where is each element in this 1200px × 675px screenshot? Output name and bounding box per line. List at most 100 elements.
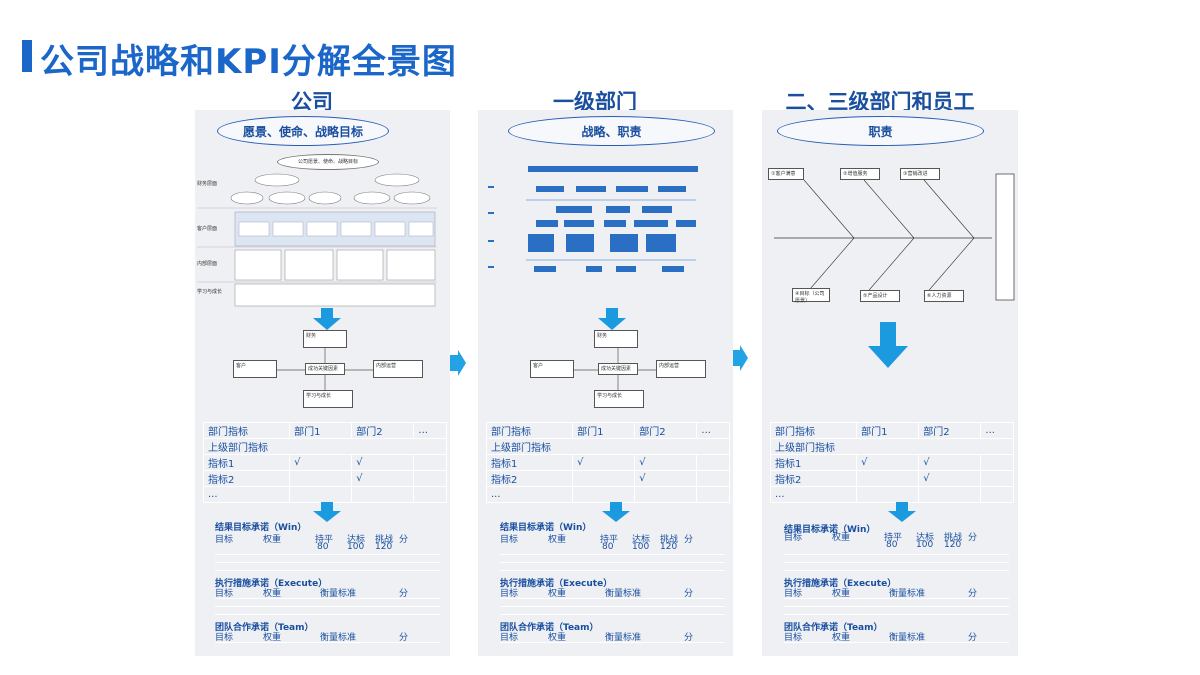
- strategy-oval: 战略、职责: [508, 116, 715, 146]
- execute-header: 目标: [784, 589, 803, 599]
- win-value: 120: [375, 542, 393, 552]
- win-header: 分: [684, 535, 694, 545]
- execute-header: 分: [968, 589, 978, 599]
- fishbone-top-box: ③营销改进: [900, 168, 940, 180]
- matrix-cell: [918, 486, 982, 503]
- team-title: 团队合作承诺（Team）: [500, 623, 599, 633]
- strategy-row-customer: 客户层面: [197, 226, 218, 232]
- matrix-header: 部门指标: [202, 422, 291, 439]
- execute-header: 权重: [263, 589, 282, 599]
- execute-header: 衡量标准: [605, 589, 642, 599]
- team-title: 团队合作承诺（Team）: [215, 623, 314, 633]
- matrix-cell: 指标2: [202, 470, 291, 487]
- win-header: 达标: [632, 535, 651, 545]
- fishbone-bottom-box: ⑤产品设计: [860, 290, 900, 302]
- team-title: 团队合作承诺（Team）: [784, 623, 883, 633]
- strategy-row-learning: 学习与成长: [197, 289, 223, 295]
- matrix-cell: √: [572, 454, 636, 471]
- matrix-cell: √: [918, 454, 982, 471]
- matrix-cell: ...: [202, 486, 291, 503]
- team-header: 权重: [548, 633, 567, 643]
- matrix-header: 部门2: [918, 422, 982, 439]
- win-header: 目标: [784, 533, 803, 543]
- box-internal: 内部运营: [656, 360, 706, 378]
- matrix-header: 部门1: [572, 422, 636, 439]
- win-title: 结果目标承诺（Win）: [500, 523, 592, 533]
- down-arrow-5: [868, 322, 908, 368]
- scorecard-3: 结果目标承诺（Win） 目标 权重 持平 达标 挑战 分 80 100 120 …: [784, 522, 1009, 652]
- fishbone-top-box: ②增值服务: [840, 168, 880, 180]
- matrix-cell: √: [918, 470, 982, 487]
- win-header: 权重: [832, 533, 851, 543]
- fishbone-bottom-box: ④目标（公司愿景）: [792, 288, 830, 304]
- win-value: 120: [944, 540, 962, 550]
- matrix-cell: 指标1: [769, 454, 858, 471]
- matrix-cell: [696, 486, 730, 503]
- win-header: 分: [399, 535, 409, 545]
- execute-header: 目标: [215, 589, 234, 599]
- win-value: 80: [317, 542, 329, 552]
- team-header: 衡量标准: [320, 633, 357, 643]
- down-arrow-6: [888, 502, 916, 522]
- execute-header: 权重: [832, 589, 851, 599]
- win-value: 100: [916, 540, 934, 550]
- strategy-map-top-oval: 公司愿景、使命、战略目标: [277, 154, 379, 170]
- win-header: 持平: [884, 533, 903, 543]
- matrix-cell: √: [351, 454, 415, 471]
- matrix-cell: ...: [769, 486, 858, 503]
- down-arrow-1: [313, 308, 341, 330]
- win-value: 80: [886, 540, 898, 550]
- box-customer: 客户: [530, 360, 574, 378]
- win-header: 目标: [500, 535, 519, 545]
- execute-header: 目标: [500, 589, 519, 599]
- matrix-row-title: 上级部门指标: [486, 438, 730, 455]
- win-title: 结果目标承诺（Win）: [215, 523, 307, 533]
- execute-title: 执行措施承诺（Execute）: [215, 579, 328, 589]
- matrix-cell: [980, 454, 1014, 471]
- matrix-header: 部门1: [289, 422, 353, 439]
- down-arrow-3: [598, 308, 626, 330]
- team-header: 权重: [832, 633, 851, 643]
- team-header: 衡量标准: [605, 633, 642, 643]
- team-header: 分: [684, 633, 694, 643]
- win-value: 100: [632, 542, 650, 552]
- win-header: 达标: [916, 533, 935, 543]
- matrix-header: 部门指标: [769, 422, 858, 439]
- page-title: 公司战略和KPI分解全景图: [40, 42, 457, 82]
- box-learning: 学习与成长: [303, 390, 353, 408]
- matrix-cell: [572, 486, 636, 503]
- win-header: 分: [968, 533, 978, 543]
- execute-header: 分: [399, 589, 409, 599]
- matrix-header: ...: [413, 422, 447, 439]
- box-financial: 财务: [594, 330, 638, 348]
- strategy-row-internal: 内部层面: [197, 261, 218, 267]
- box-internal: 内部运营: [373, 360, 423, 378]
- matrix-row-title: 上级部门指标: [770, 438, 1014, 455]
- win-header: 持平: [315, 535, 334, 545]
- matrix-row-title: 上级部门指标: [203, 438, 447, 455]
- box-center: 成功关键因素: [305, 363, 345, 375]
- matrix-header: ...: [980, 422, 1014, 439]
- org-chart: [488, 166, 698, 272]
- team-header: 目标: [500, 633, 519, 643]
- execute-header: 衡量标准: [320, 589, 357, 599]
- fishbone-top-box: ①客户满意: [768, 168, 804, 180]
- matrix-header: 部门指标: [485, 422, 574, 439]
- win-value: 100: [347, 542, 365, 552]
- matrix-cell: √: [289, 454, 353, 471]
- strategy-map-shapes: [197, 173, 437, 307]
- matrix-cell: [696, 470, 730, 487]
- matrix-cell: [351, 486, 415, 503]
- win-title: 结果目标承诺（Win）: [784, 525, 876, 535]
- execute-title: 执行措施承诺（Execute）: [500, 579, 613, 589]
- box-center: 成功关键因素: [598, 363, 638, 375]
- matrix-header: ...: [696, 422, 730, 439]
- win-value: 120: [660, 542, 678, 552]
- fishbone-diagram: ①客户满意 ②增值服务 ③营销改进 ④目标（公司愿景） ⑤产品设计 ⑥人力资源: [764, 166, 1016, 306]
- scorecard-1: 结果目标承诺（Win） 目标 权重 持平 达标 挑战 分 80 100 120 …: [215, 520, 440, 650]
- win-value: 80: [602, 542, 614, 552]
- matrix-cell: [980, 470, 1014, 487]
